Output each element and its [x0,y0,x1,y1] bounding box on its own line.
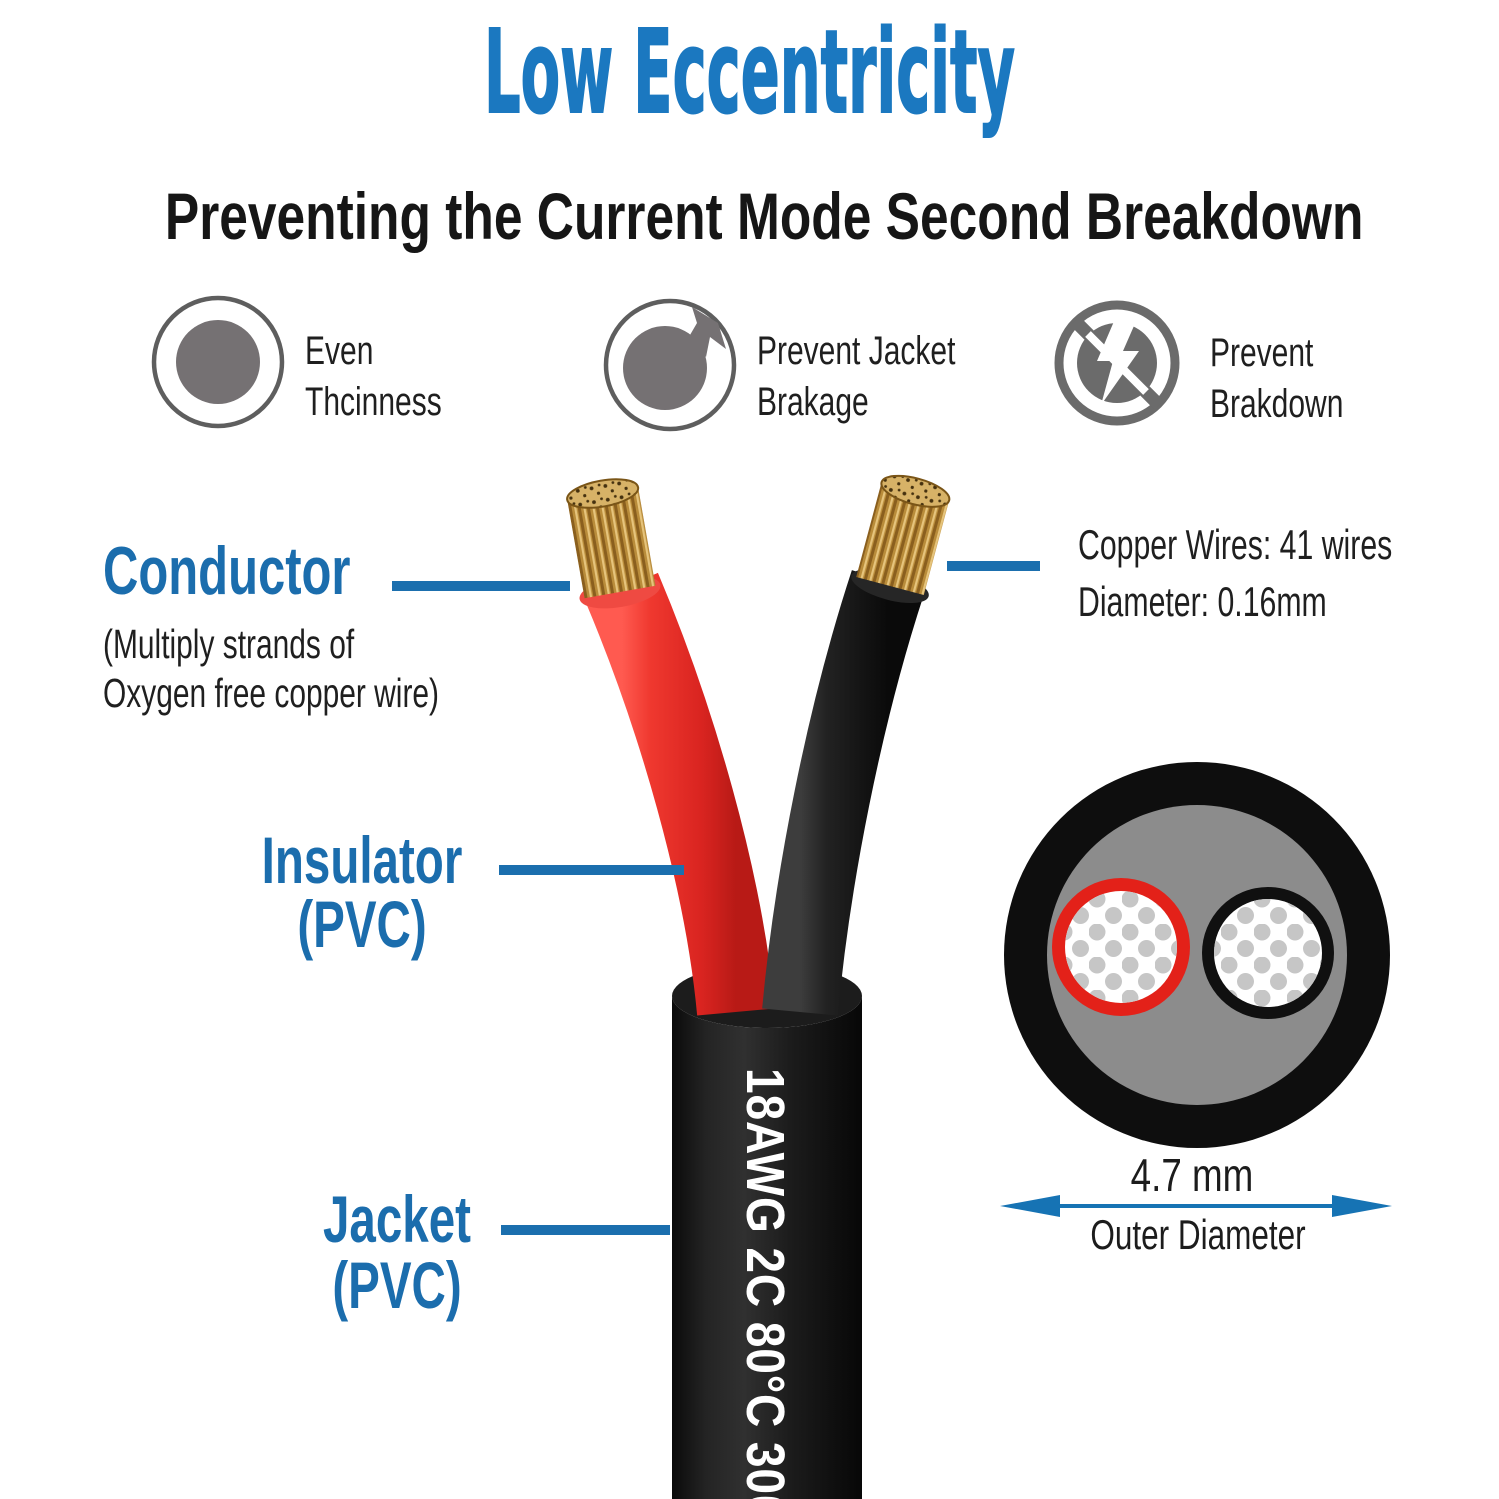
even-thickness-icon [151,295,285,429]
feature-label-jacket-breakage: Prevent Jacket Brakage [757,329,956,424]
black-wire [762,570,925,1016]
jacket-breakage-icon [603,298,737,432]
conductor-note: (Multiply strands of Oxygen free copper … [103,621,440,716]
conductor-label: Conductor [103,533,351,609]
feature-label-even-thickness: Even Thcinness [305,329,442,424]
cable-graphic: 18AWG 2C 80°C 300V [566,474,951,1499]
copper-wires-note: Copper Wires: 41 wires Diameter: 0.16mm [1078,521,1393,625]
cable-print: 18AWG 2C 80°C 300V [735,1068,795,1499]
copper-tip-red [566,478,661,609]
page-title: Low Eccentricity [484,5,1016,141]
jacket-label: Jacket (PVC) [323,1182,471,1322]
outer-diameter-arrow [1000,1195,1392,1217]
outer-diameter-label: Outer Diameter [1090,1211,1306,1258]
red-wire [586,572,775,1016]
cross-section-diagram [1004,762,1390,1148]
feature-label-no-breakdown: Prevent Brakdown [1210,331,1344,426]
cross-section-black-strands [1214,899,1322,1007]
copper-tip-black [851,474,951,604]
lightning-bolt-icon [1097,319,1139,405]
page-subtitle: Preventing the Current Mode Second Break… [164,179,1364,253]
outer-diameter-value: 4.7 mm [1130,1149,1254,1201]
cross-section-red-strands [1065,891,1177,1003]
insulator-label: Insulator (PVC) [261,823,463,961]
no-breakdown-icon [1054,300,1180,426]
cable-jacket [672,996,862,1499]
